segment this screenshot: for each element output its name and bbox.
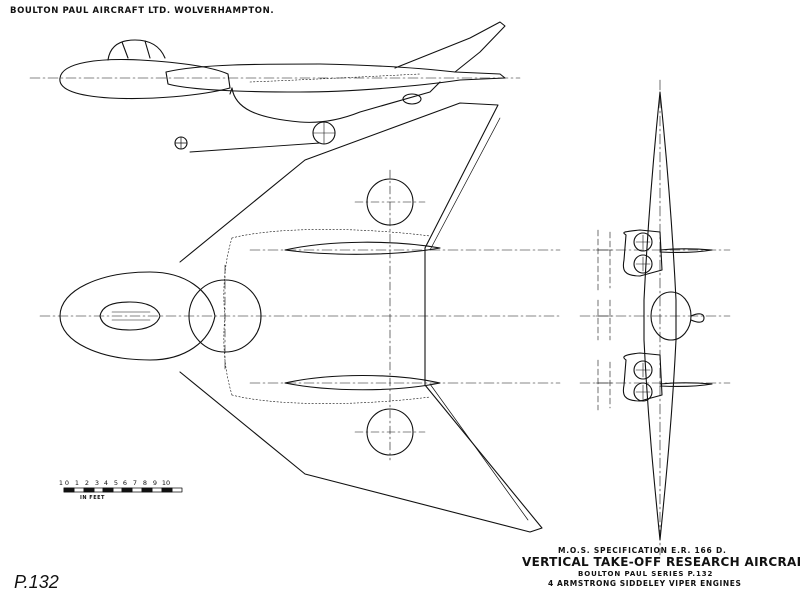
plan-view-wing-lower bbox=[179, 371, 543, 533]
side-view-tail-fin bbox=[394, 21, 506, 73]
side-view bbox=[29, 21, 521, 153]
drawing-title: VERTICAL TAKE-OFF RESEARCH AIRCRAFT bbox=[522, 554, 800, 570]
scale-label: 0 bbox=[64, 479, 70, 487]
side-view-nose-pod bbox=[59, 59, 231, 100]
company-header: BOULTON PAUL AIRCRAFT LTD. WOLVERHAMPTON… bbox=[10, 6, 275, 16]
series-line: BOULTON PAUL SERIES P.132 bbox=[578, 570, 714, 578]
scale-label: 10 bbox=[161, 479, 171, 487]
scale-label: 5 bbox=[113, 479, 119, 487]
scale-label: 4 bbox=[103, 479, 109, 487]
plan-view bbox=[39, 102, 561, 533]
scale-label: 6 bbox=[122, 479, 128, 487]
front-view bbox=[579, 79, 731, 556]
plan-view-nacelle-lower bbox=[284, 374, 441, 391]
scale-label: 7 bbox=[132, 479, 138, 487]
side-view-engine-pod bbox=[231, 81, 441, 123]
scale-label: 2 bbox=[84, 479, 90, 487]
front-view-engines-upper bbox=[622, 229, 663, 277]
plan-view-wing-upper bbox=[179, 102, 499, 263]
scale-label: 3 bbox=[94, 479, 100, 487]
scale-label: 1 bbox=[58, 479, 64, 487]
front-view-engines-lower bbox=[622, 352, 663, 402]
scale-label: 9 bbox=[152, 479, 158, 487]
scale-label: 1 bbox=[74, 479, 80, 487]
side-view-canopy bbox=[107, 39, 166, 61]
project-number: P.132 bbox=[14, 572, 59, 592]
plan-view-nacelle-upper bbox=[284, 241, 441, 255]
scale-bar bbox=[63, 487, 183, 493]
engines-line: 4 ARMSTRONG SIDDELEY VIPER ENGINES bbox=[548, 579, 742, 588]
spec-line: M.O.S. SPECIFICATION E.R. 166 D. bbox=[558, 546, 727, 555]
scale-label: 8 bbox=[142, 479, 148, 487]
scale-unit: IN FEET bbox=[80, 495, 105, 501]
